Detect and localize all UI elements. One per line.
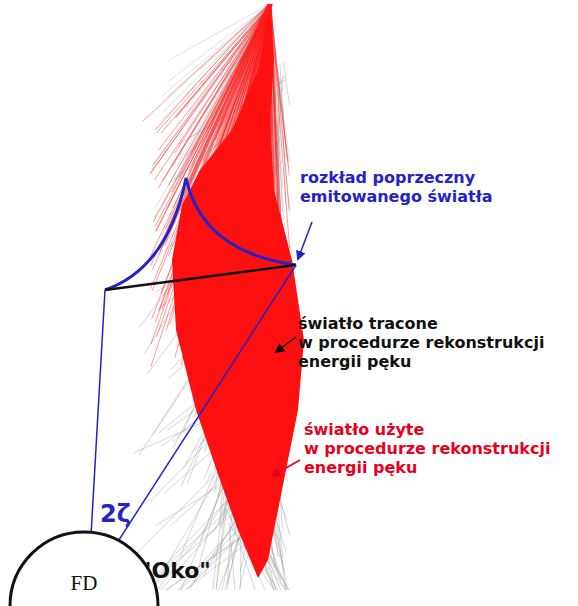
angle-label: 2ζ xyxy=(100,500,131,529)
node-text: FD xyxy=(71,571,98,596)
profile-leader xyxy=(298,222,312,259)
transverse-profile xyxy=(105,178,296,290)
lost-light-leader xyxy=(276,337,296,352)
grey-track xyxy=(230,527,235,590)
fd-eye: FD xyxy=(6,528,162,606)
lost-light-label: światło tracone w procedurze rekonstrukc… xyxy=(298,314,544,372)
used-light-leader xyxy=(272,460,300,476)
profile-label: rozkład poprzeczny emitowanego światła xyxy=(300,168,492,206)
eye-arc xyxy=(10,532,158,606)
grey-track xyxy=(284,63,290,106)
profile-base-line xyxy=(105,265,296,290)
used-light-label: światło użyte w procedurze rekonstrukcji… xyxy=(304,420,550,478)
shower-core xyxy=(172,4,304,578)
